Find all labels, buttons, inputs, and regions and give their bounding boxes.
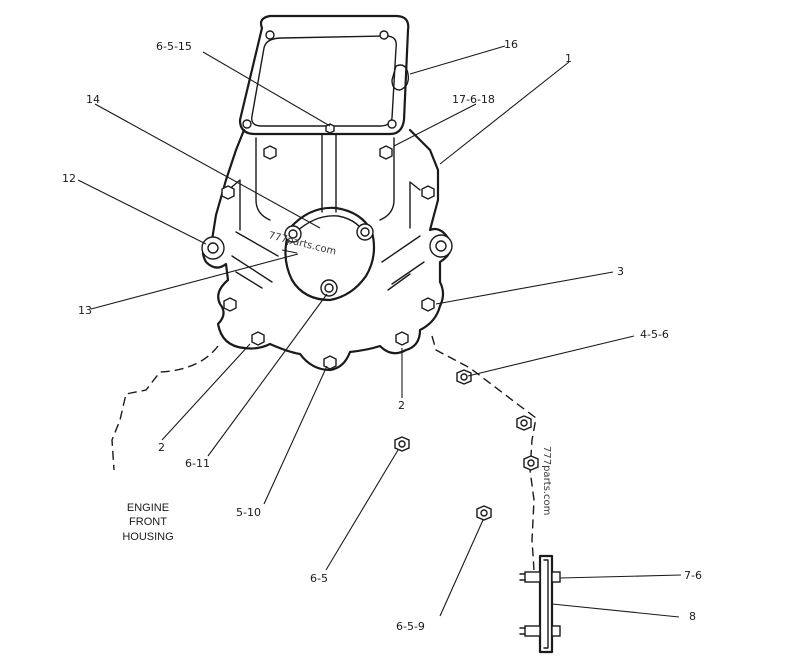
label-4-5-6: 4-5-6 [640, 328, 669, 341]
label-1: 1 [565, 52, 572, 65]
label-2-right: 2 [398, 399, 405, 412]
label-6-5-15: 6-5-15 [156, 40, 192, 53]
bracket-assembly [519, 554, 561, 654]
label-5-10: 5-10 [236, 506, 261, 519]
label-14: 14 [86, 93, 100, 106]
label-2-left: 2 [158, 441, 165, 454]
plate-hex-bolts [221, 123, 435, 370]
gasket-clip [391, 64, 410, 91]
label-16: 16 [504, 38, 518, 51]
engine-front-housing-outline [111, 335, 537, 571]
top-cover-plate [238, 14, 410, 136]
label-6-11: 6-11 [185, 457, 210, 470]
label-7-6: 7-6 [684, 569, 702, 582]
caption-line-1: ENGINE [127, 502, 169, 514]
label-12: 12 [62, 172, 76, 185]
loose-nuts [394, 369, 539, 521]
watermark-right: 777parts.com [541, 446, 552, 515]
label-6-5: 6-5 [310, 572, 328, 585]
label-6-5-9: 6-5-9 [396, 620, 425, 633]
caption-line-3: HOUSING [122, 531, 173, 543]
watermark-center: 777parts.com [267, 230, 337, 257]
label-17-6-18: 17-6-18 [452, 93, 495, 106]
label-13: 13 [78, 304, 92, 317]
leader-lines [77, 45, 682, 618]
plate-end-caps [201, 234, 453, 260]
label-8: 8 [689, 610, 696, 623]
cover-bolts [284, 223, 374, 297]
label-3: 3 [617, 265, 624, 278]
caption-line-2: FRONT [129, 516, 167, 528]
